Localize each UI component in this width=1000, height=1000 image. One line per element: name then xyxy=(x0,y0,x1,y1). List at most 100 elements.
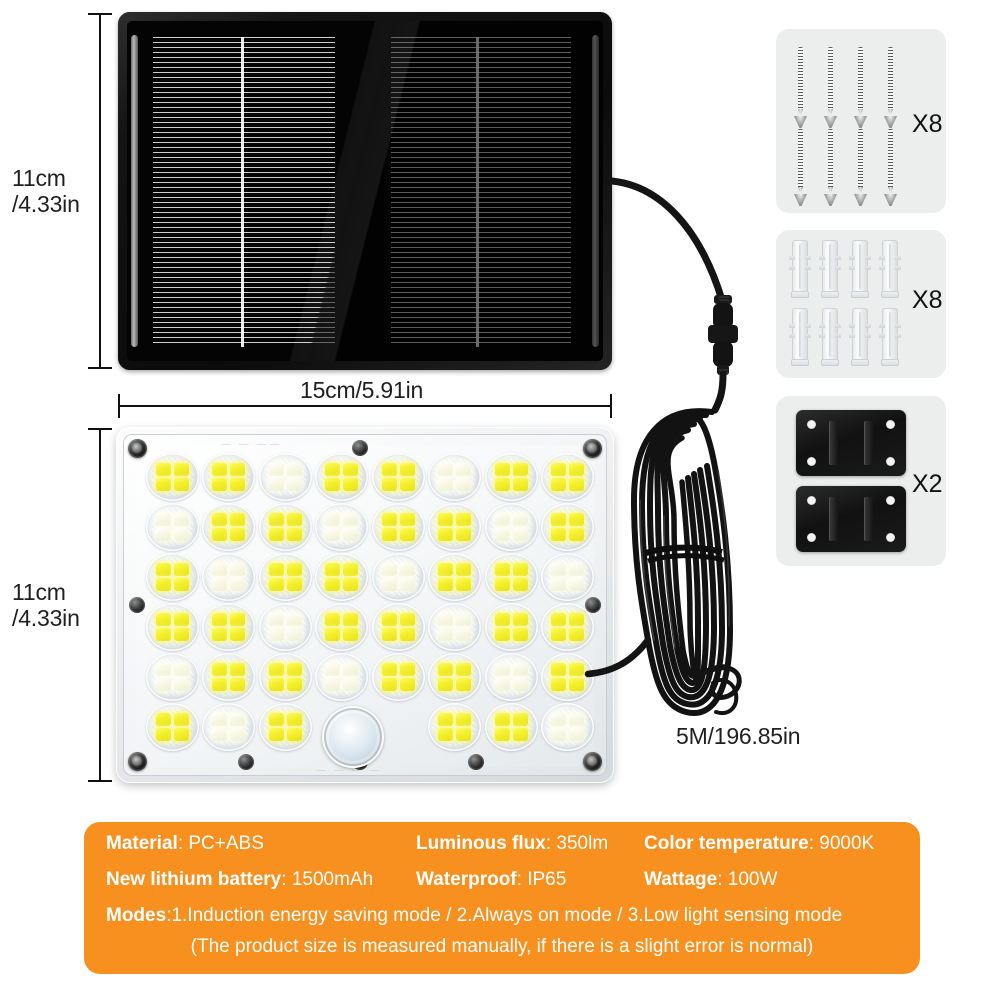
anchor-barb xyxy=(789,256,795,260)
anchor-slit xyxy=(858,244,862,289)
accessory-box-mounting-brackets xyxy=(776,396,946,566)
led-chip xyxy=(399,578,415,591)
led-chip xyxy=(343,513,359,526)
led-chip xyxy=(438,578,454,591)
led-chip xyxy=(438,513,454,526)
led-chip xyxy=(551,613,567,626)
led-chip xyxy=(286,628,302,641)
accessory-count-screws: X8 xyxy=(912,110,943,138)
spec-colon: : xyxy=(281,869,292,890)
led-lens xyxy=(428,553,482,601)
led-chip xyxy=(456,678,472,691)
spec-note: (The product size is measured manually, … xyxy=(190,936,814,957)
anchor-barb xyxy=(805,324,811,328)
led-chip xyxy=(512,563,528,576)
spec-color-temperature-label: Color temperature xyxy=(644,833,809,854)
led-cell xyxy=(370,603,427,653)
led-lens xyxy=(202,603,256,651)
anchor-barb xyxy=(835,334,841,338)
mounting-bracket-2 xyxy=(796,486,906,552)
led-chip xyxy=(569,678,585,691)
dimension-cap-bottom xyxy=(88,780,112,782)
led-chip xyxy=(230,528,246,541)
led-chip xyxy=(173,713,189,726)
screw-icon xyxy=(794,47,807,128)
led-cell xyxy=(201,653,258,703)
solar-busbar-left xyxy=(241,37,244,347)
dimension-line-lamp-height xyxy=(88,428,112,782)
led-chip xyxy=(155,728,171,741)
led-chip xyxy=(381,478,397,491)
anchor-barb xyxy=(879,266,885,270)
led-chip xyxy=(230,713,246,726)
led-chip xyxy=(325,578,341,591)
anchor-barb xyxy=(819,266,825,270)
led-cell xyxy=(314,553,371,603)
led-lens xyxy=(541,603,595,651)
lamp-screw-top-center xyxy=(352,440,368,456)
spec-color-temperature: Color temperature: 9000K xyxy=(644,828,874,860)
led-chip xyxy=(343,578,359,591)
led-chip xyxy=(230,563,246,576)
screw-tip xyxy=(828,109,833,116)
dimension-label-lamp-height: 11cm /4.33in xyxy=(12,579,80,631)
led-chip xyxy=(230,578,246,591)
bracket-rail xyxy=(829,497,838,541)
led-lens xyxy=(258,503,312,551)
lamp-screw-top-right xyxy=(583,439,602,458)
wall-anchor-icon xyxy=(819,308,841,366)
led-cell xyxy=(257,553,314,603)
anchor-collar xyxy=(851,359,869,366)
led-chip xyxy=(381,663,397,676)
screw-head xyxy=(884,116,897,128)
led-chip xyxy=(286,463,302,476)
led-chip xyxy=(551,528,567,541)
lamp-screw-top-left xyxy=(128,439,147,458)
anchor-barb xyxy=(895,256,901,260)
led-lens xyxy=(484,503,538,551)
led-chip xyxy=(494,678,510,691)
led-lens xyxy=(428,603,482,651)
led-chip xyxy=(212,613,228,626)
anchor-barb xyxy=(805,256,811,260)
wall-anchor-icon xyxy=(849,308,871,366)
led-chip xyxy=(438,728,454,741)
led-chip xyxy=(155,528,171,541)
led-chip xyxy=(551,463,567,476)
led-chip xyxy=(399,528,415,541)
lamp-screw-bottom-right xyxy=(583,752,602,771)
screw-shaft xyxy=(828,129,833,187)
led-chip xyxy=(212,578,228,591)
screw-shaft xyxy=(888,129,893,187)
spec-material-value: PC+ABS xyxy=(188,833,264,854)
led-cell xyxy=(540,453,597,503)
led-chip xyxy=(155,628,171,641)
led-cell xyxy=(483,603,540,653)
screw-icon xyxy=(824,129,837,206)
led-lens xyxy=(202,503,256,551)
lamp-screw-bottom-c1 xyxy=(238,754,254,770)
led-cell xyxy=(314,603,371,653)
led-chip xyxy=(155,563,171,576)
led-chip xyxy=(343,613,359,626)
led-chip xyxy=(268,578,284,591)
led-chip xyxy=(569,663,585,676)
led-chip xyxy=(569,628,585,641)
led-lens xyxy=(371,553,425,601)
wall-anchor-icon xyxy=(879,308,901,366)
led-chip xyxy=(512,628,528,641)
pir-motion-sensor-icon xyxy=(322,706,384,768)
anchor-barb xyxy=(865,266,871,270)
screw-shaft xyxy=(828,47,833,109)
led-chip xyxy=(551,728,567,741)
led-chip xyxy=(381,463,397,476)
led-cell xyxy=(427,553,484,603)
led-chip xyxy=(212,563,228,576)
led-lens xyxy=(202,553,256,601)
bracket-rail xyxy=(864,497,873,541)
screw-tip xyxy=(858,109,863,116)
anchor-slit xyxy=(888,312,892,357)
screw-icon xyxy=(854,129,867,206)
anchor-barb xyxy=(895,266,901,270)
wall-anchor-icon xyxy=(879,240,901,298)
